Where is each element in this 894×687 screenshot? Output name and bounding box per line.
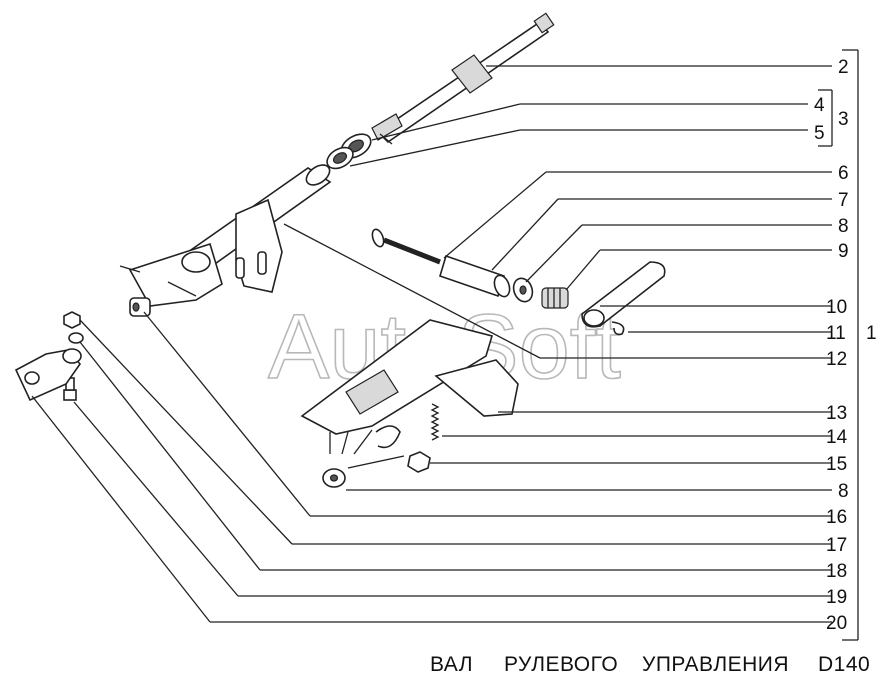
callout-9: 9 [838, 241, 849, 262]
washer-8-upper [512, 277, 534, 303]
footer-word-2: РУЛЕВОГО [504, 653, 618, 676]
nut-17 [63, 311, 81, 329]
callout-8-upper: 8 [838, 216, 849, 237]
universal-joint-20 [14, 348, 82, 402]
callout-20: 20 [826, 613, 847, 634]
callout-3: 3 [838, 109, 849, 130]
callout-2: 2 [838, 57, 849, 78]
washer-8-lower [322, 468, 346, 488]
callout-12: 12 [826, 349, 847, 370]
spring-14 [430, 403, 440, 441]
sleeve-9 [541, 287, 569, 309]
bolt-6 [371, 228, 441, 265]
callout-10: 10 [826, 297, 847, 318]
callout-8-lower: 8 [838, 481, 849, 502]
callout-5: 5 [814, 123, 825, 144]
callout-4: 4 [814, 95, 825, 116]
leader-lines [31, 49, 859, 641]
footer-code: D140 [818, 653, 870, 676]
callout-7: 7 [838, 190, 849, 211]
lever-10 [581, 261, 666, 328]
bushing-7 [439, 254, 511, 298]
callout-16: 16 [826, 507, 847, 528]
callout-1: 1 [866, 323, 877, 344]
callout-15: 15 [826, 454, 847, 475]
clip-11 [611, 321, 625, 336]
washer-18 [68, 332, 84, 344]
callout-18: 18 [826, 561, 847, 582]
bushing-16 [129, 297, 151, 317]
callout-6: 6 [838, 163, 849, 184]
steering-shaft [371, 12, 555, 145]
diagram-footer: ВАЛ РУЛЕВОГО УПРАВЛЕНИЯ D140 [430, 653, 870, 676]
tilt-bracket [300, 319, 519, 449]
callout-labels: 2 4 3 5 6 7 8 9 10 11 1 12 13 14 15 8 16… [814, 57, 877, 634]
callout-14: 14 [826, 427, 848, 448]
callout-19: 19 [826, 587, 847, 608]
callout-17: 17 [826, 535, 847, 556]
footer-word-3: УПРАВЛЕНИЯ [642, 653, 789, 676]
nut-15 [407, 451, 431, 473]
column-tube [119, 164, 332, 307]
callout-13: 13 [826, 403, 847, 424]
bearing-5 [326, 146, 354, 170]
callout-11: 11 [826, 323, 846, 344]
footer-word-1: ВАЛ [430, 653, 473, 676]
